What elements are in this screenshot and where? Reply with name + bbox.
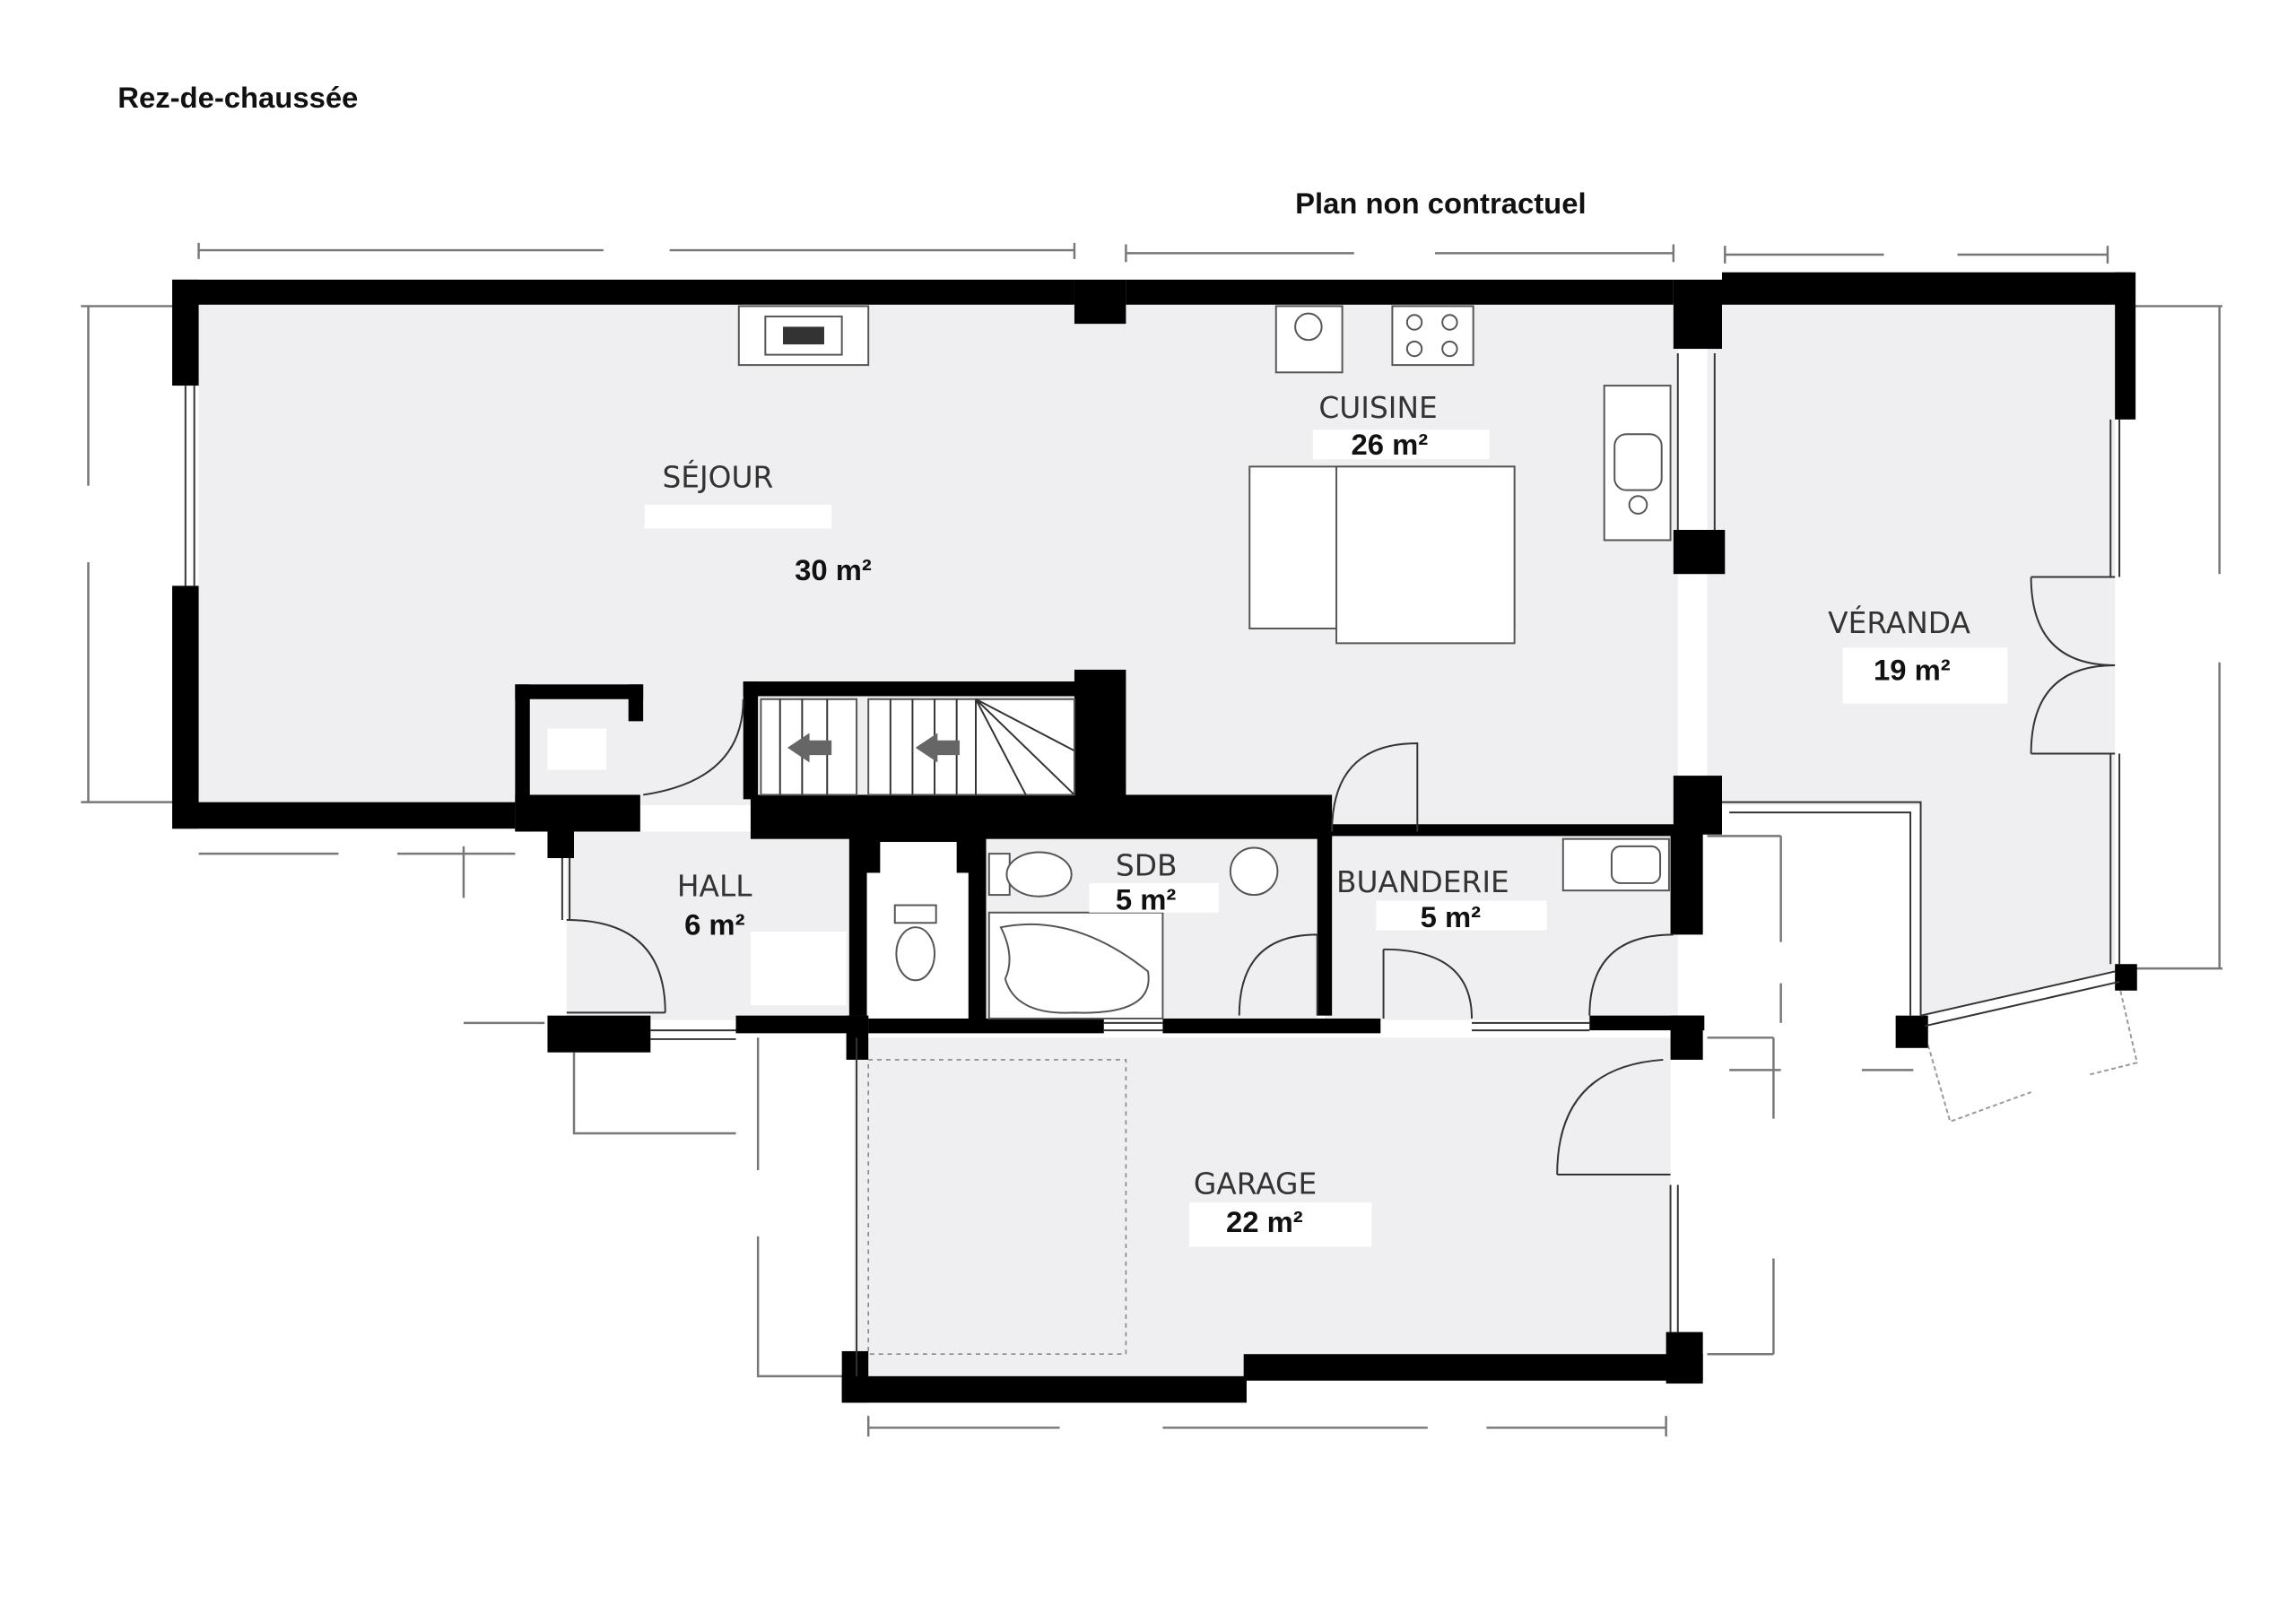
cooktop-icon [1391,305,1474,367]
toilet-icon [987,851,1073,898]
room-label-sdb: SDB [1116,849,1178,883]
washbasin-icon [1229,846,1279,897]
room-area-sejour: 30 m² [795,553,872,586]
kitchen-sink-icon [1603,385,1672,542]
toilet-icon [893,904,937,982]
disclaimer: Plan non contractuel [1295,186,1586,220]
oven-icon [1274,305,1344,374]
room-area-hall: 6 m² [684,907,745,941]
dimension-lines [81,242,2222,1437]
room-label-cuisine: CUISINE [1318,391,1437,425]
walls [172,272,2137,1403]
room-label-sejour: SÉJOUR [662,458,773,494]
doors [566,576,2116,1175]
room-area-buanderie: 5 m² [1421,900,1482,933]
laundry-sink-icon [1561,837,1670,892]
kitchen-island-icon [1248,465,1516,645]
room-area-cuisine: 26 m² [1351,428,1428,461]
staircase-icon [760,698,1075,796]
room-label-hall: HALL [677,870,752,904]
floors [198,304,2116,1376]
room-area-garage: 22 m² [1226,1205,1303,1238]
floor-title: Rez-de-chaussée [117,81,358,114]
room-label-garage: GARAGE [1194,1167,1317,1201]
room-area-sdb: 5 m² [1116,882,1177,915]
room-label-buanderie: BUANDERIE [1336,865,1509,899]
fixtures [547,305,1672,1019]
fireplace-icon [737,305,870,367]
room-label-veranda: VÉRANDA [1828,604,1970,640]
room-area-veranda: 19 m² [1874,653,1951,686]
windows [184,352,2121,1376]
bathtub-icon [987,911,1164,1019]
